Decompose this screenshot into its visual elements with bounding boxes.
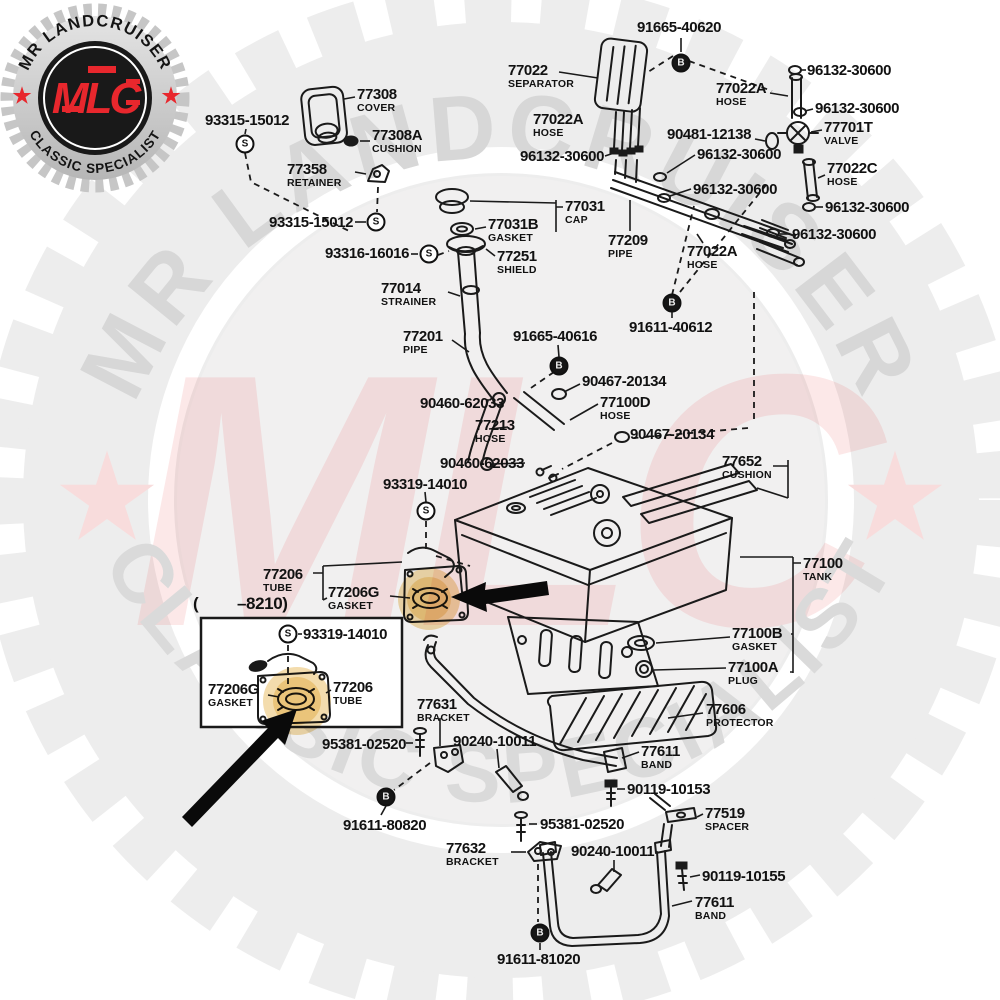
- arrow-to-inset-gasket: [182, 709, 297, 827]
- line-art: [199, 37, 826, 950]
- badge-inner-circle: [38, 41, 152, 155]
- arrow-to-top-gasket: [451, 581, 549, 612]
- badge-logo: MR LANDCRUISER CLASSIC SPECIALIST MLC: [0, 3, 190, 193]
- highlight-gasket-top: [398, 568, 460, 630]
